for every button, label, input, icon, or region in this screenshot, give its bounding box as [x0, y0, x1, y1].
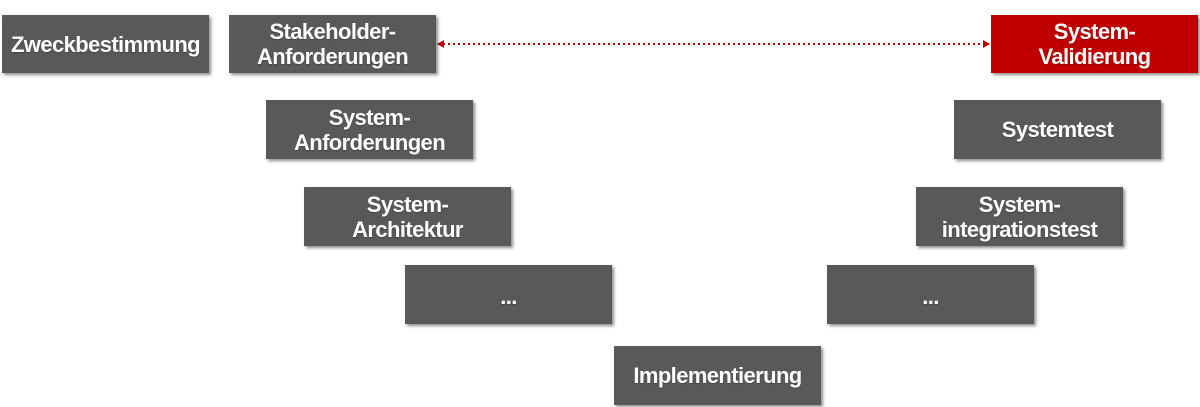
box-system-architektur: System- Architektur [304, 187, 511, 246]
box-systemintegrationstest: System- integrationstest [916, 187, 1123, 246]
box-systemtest: Systemtest [954, 100, 1161, 159]
box-implementierung: Implementierung [614, 346, 821, 405]
box-stakeholder-anforderungen: Stakeholder- Anforderungen [229, 15, 436, 73]
box-right-ellipsis: ... [827, 265, 1034, 324]
box-zweckbestimmung: Zweckbestimmung [2, 15, 209, 73]
box-system-anforderungen: System- Anforderungen [266, 100, 473, 159]
box-system-validierung: System- Validierung [991, 15, 1198, 73]
box-left-ellipsis: ... [405, 265, 612, 324]
